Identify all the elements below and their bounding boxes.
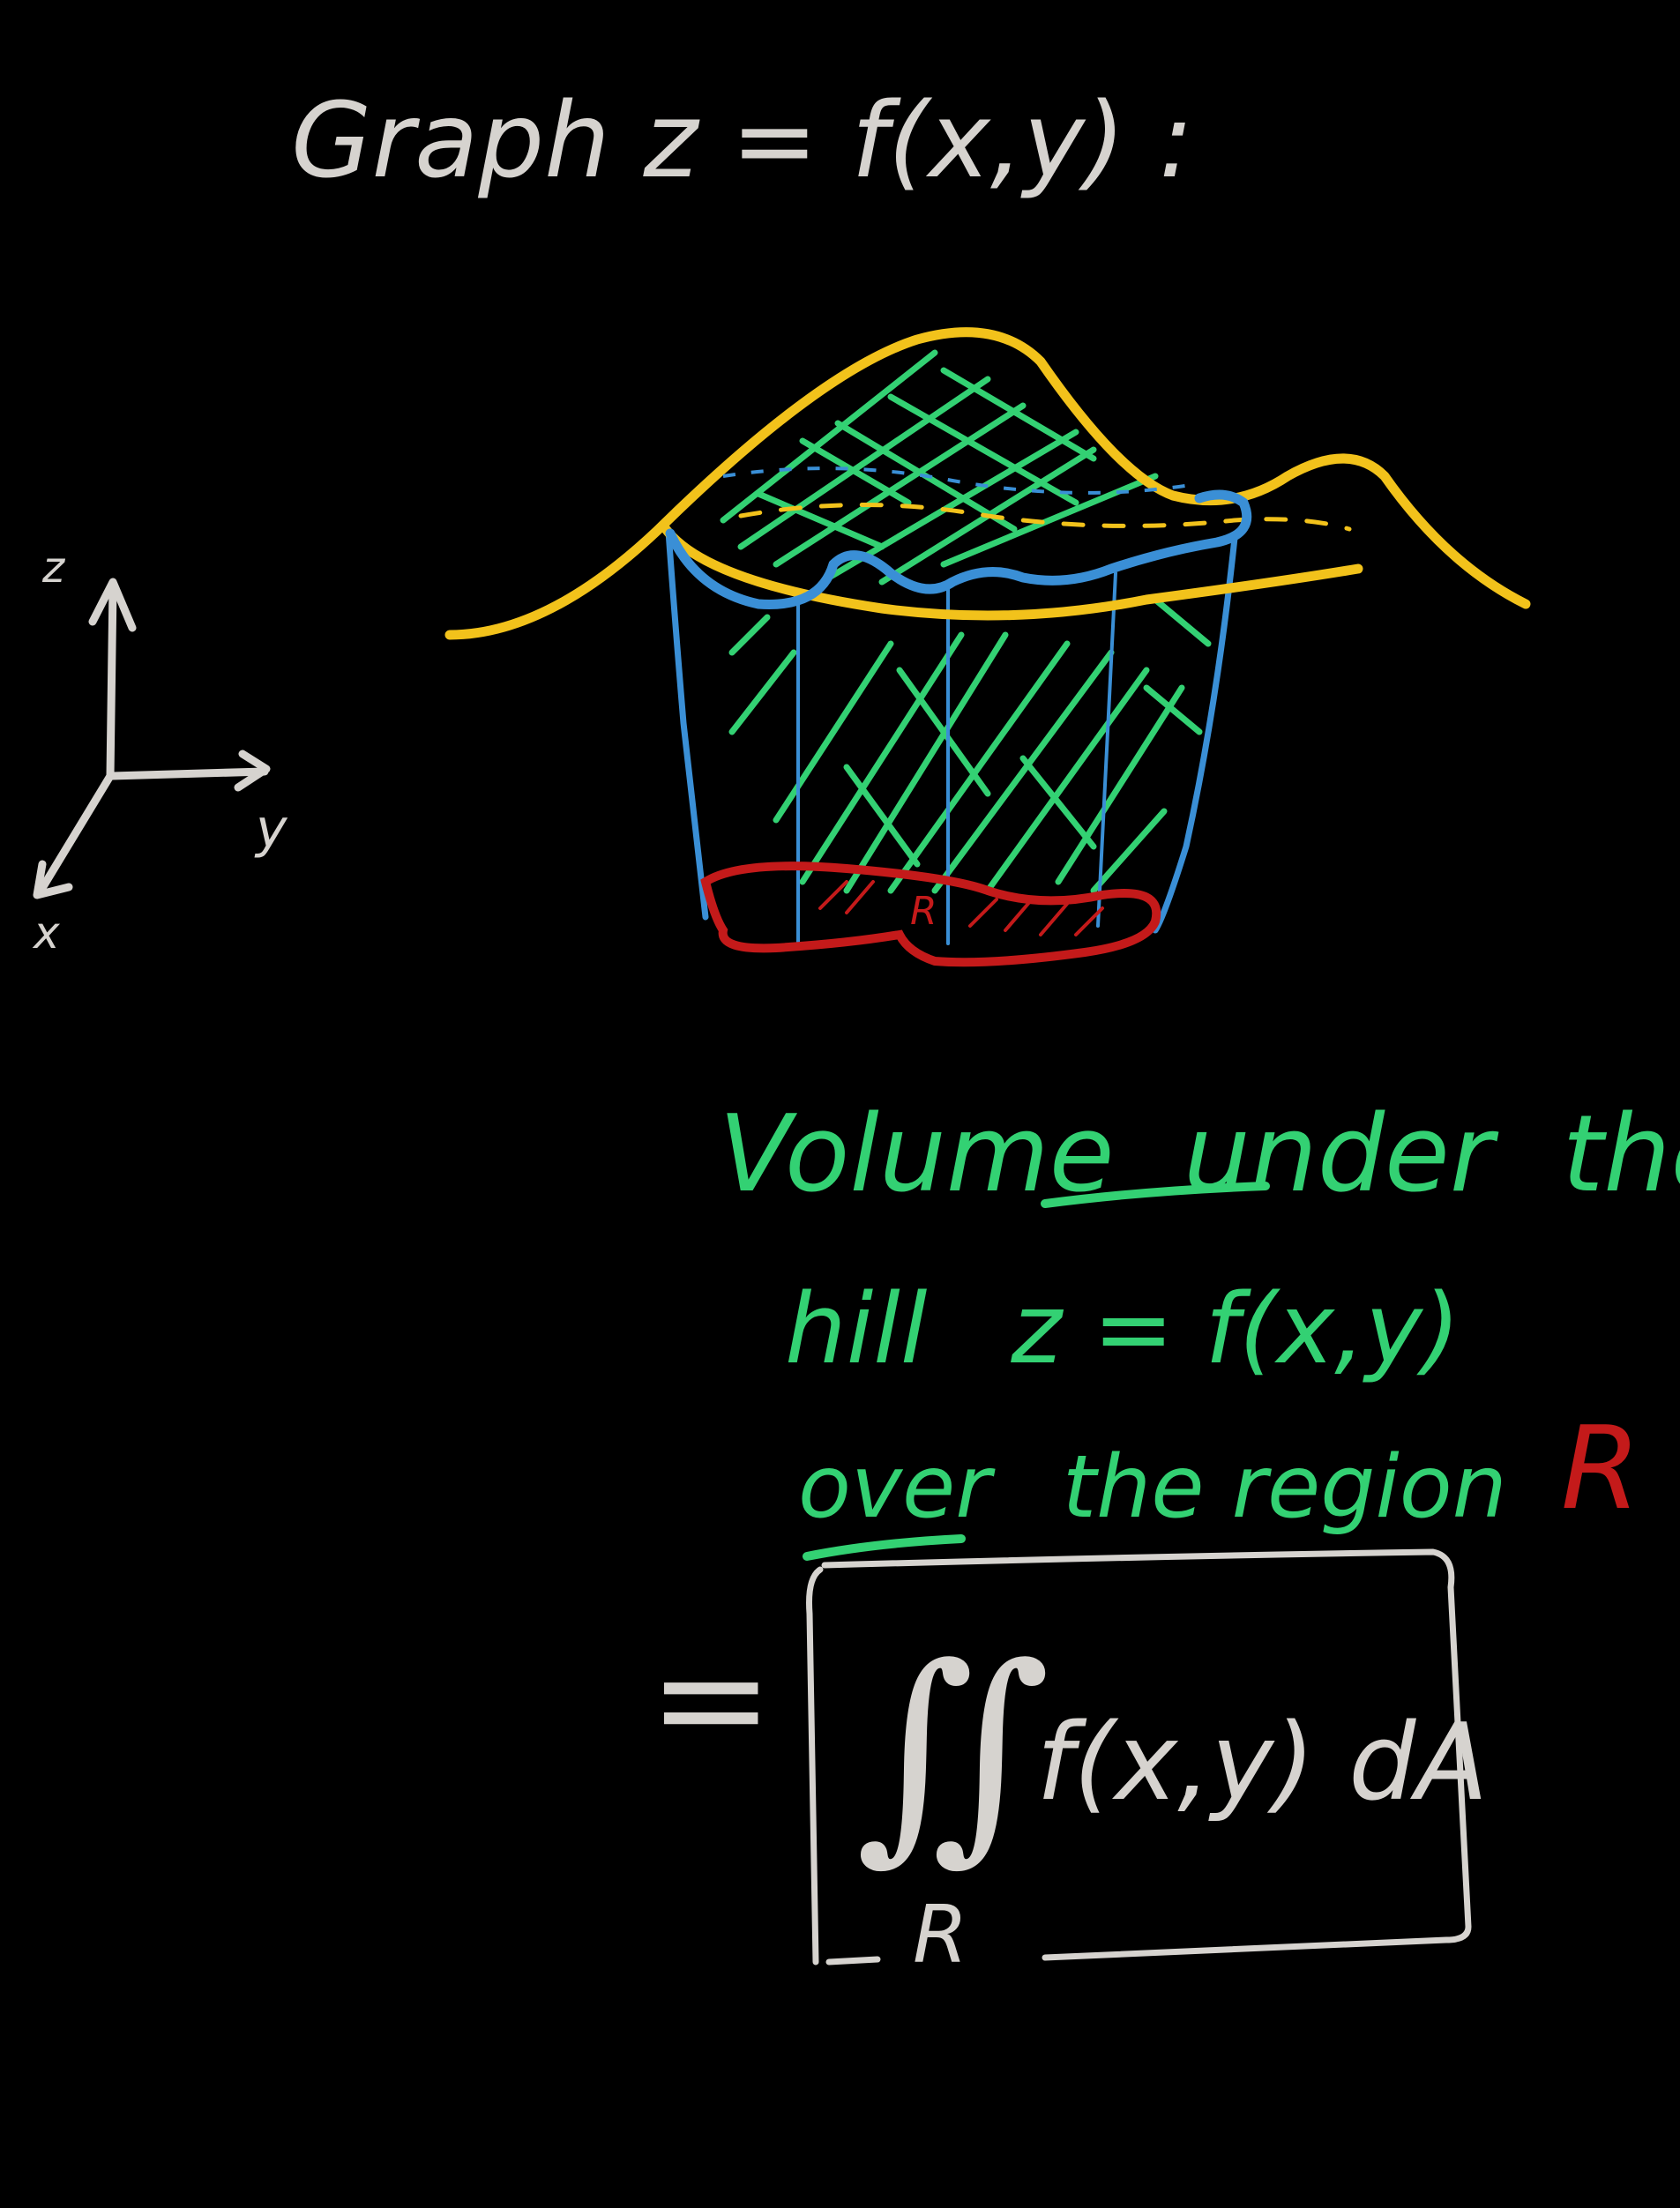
words-the-region: the region — [1063, 1437, 1507, 1538]
region-r — [700, 862, 1161, 967]
x-axis-arrowhead — [33, 860, 73, 899]
volume-hatching — [720, 349, 1212, 894]
desc-line-1: Volume under the — [719, 1093, 1680, 1216]
desc-line-3: over the region R — [798, 1401, 1640, 1538]
solid-top-boundary — [665, 489, 1252, 609]
under-underline — [1041, 1182, 1270, 1208]
region-label-small: R — [910, 889, 937, 934]
word-volume: Volume — [719, 1093, 1115, 1216]
solid-top-dashes — [722, 466, 1191, 495]
desc-line-2: hill z = f(x,y) — [785, 1272, 1460, 1385]
page-title: Graph z = f(x,y) : — [291, 79, 1193, 201]
over-underline — [803, 1534, 966, 1561]
word-over: over — [798, 1437, 996, 1538]
integral-region-subscript: R — [913, 1889, 968, 1981]
integrand: f(x,y) dA — [1036, 1702, 1488, 1824]
equals-sign: = — [648, 1612, 773, 1787]
x-axis-label: x — [32, 907, 60, 959]
word-under: under — [1183, 1093, 1499, 1216]
word-hill: hill — [785, 1272, 928, 1385]
y-axis — [106, 767, 269, 780]
word-the: the — [1562, 1093, 1680, 1216]
surface-graph — [444, 327, 1531, 640]
hill-equation: z = f(x,y) — [1010, 1272, 1460, 1385]
z-axis-arrowhead — [88, 578, 137, 632]
axes-diagram — [33, 578, 271, 899]
y-axis-label: y — [254, 798, 288, 860]
region-r-label: R — [1561, 1401, 1640, 1535]
surface-front-curve — [444, 327, 1531, 640]
surface-lower-edge — [661, 524, 1363, 621]
z-axis — [106, 582, 117, 780]
double-integral-sign: ∬ — [855, 1618, 1050, 1884]
formula-box — [806, 1548, 1472, 1966]
prism-edges — [665, 528, 1238, 950]
z-axis-label: z — [41, 543, 66, 593]
surface-back-dashes — [738, 503, 1352, 532]
x-axis — [35, 772, 115, 897]
y-axis-arrowhead — [234, 750, 271, 792]
